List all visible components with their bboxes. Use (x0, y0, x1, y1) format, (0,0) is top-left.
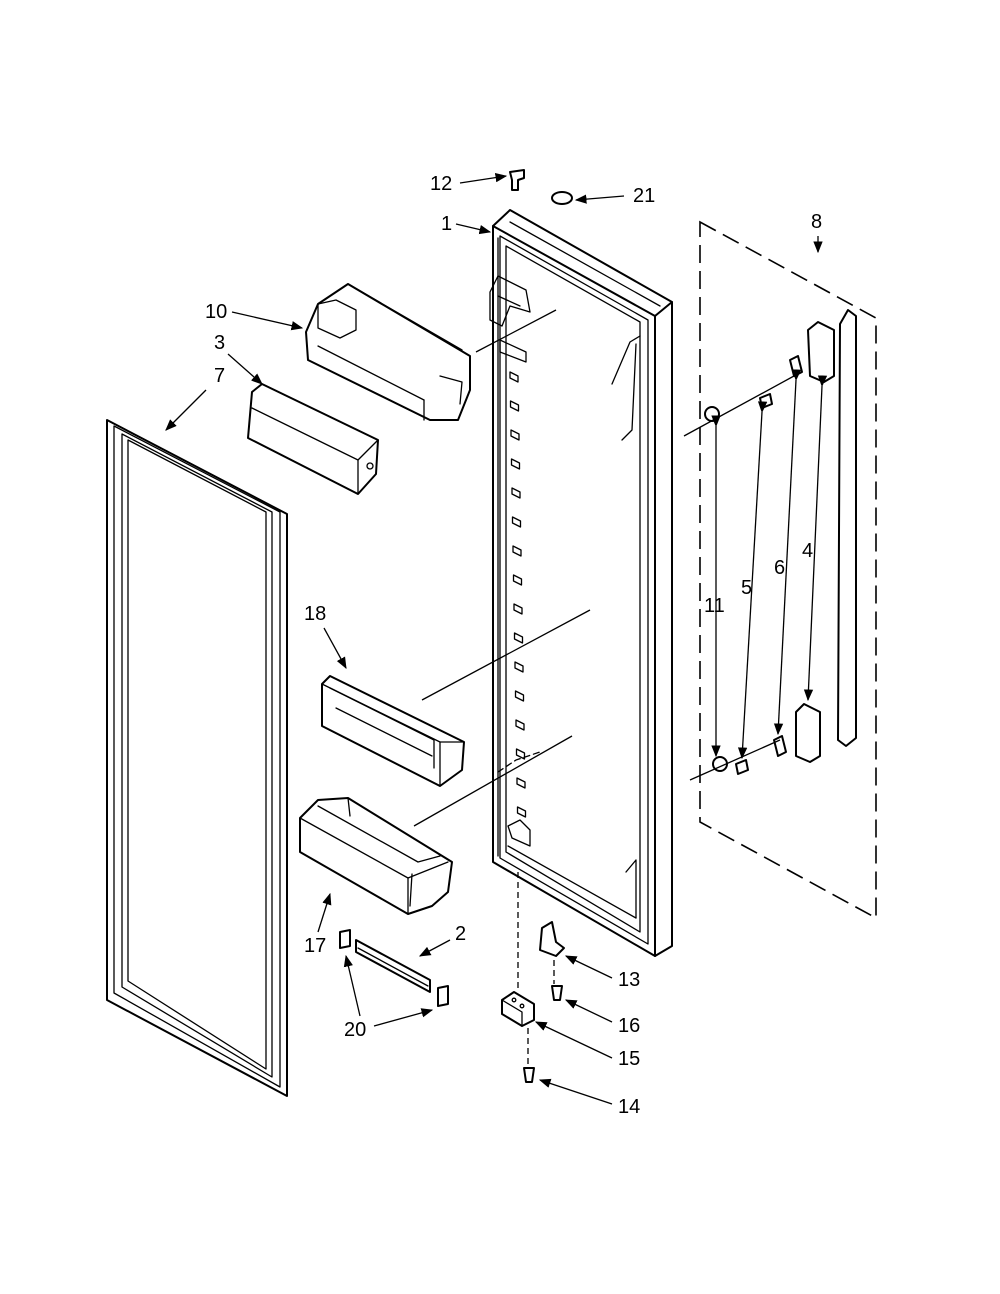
door-gasket (106, 419, 288, 1097)
shelf-dimple (509, 371, 519, 383)
callout-11: 11 (704, 595, 725, 617)
shelf-dimple (512, 545, 522, 557)
door-bin-upper (321, 675, 465, 787)
trim-strip (355, 939, 431, 993)
assembly-lines (413, 309, 828, 1066)
hinge-screw (551, 985, 563, 1001)
hinge-plate (501, 991, 535, 1027)
callout-label-13: 12 (430, 173, 452, 195)
callout-12: 13 (564, 955, 640, 991)
door-bin-lower (299, 797, 453, 915)
shelf-dimple (510, 458, 521, 470)
callouts: 12 21 1 8 10 3 7 11 5 (165, 172, 823, 1118)
callout-15: 15 (534, 1021, 640, 1070)
callout-label-5: 5 (741, 577, 752, 599)
shelf-dimple (516, 806, 527, 818)
shelf-dimple (513, 603, 523, 615)
shelf-dimple (514, 661, 524, 673)
shelf-dimple (510, 429, 520, 441)
shelf-dimple (511, 516, 522, 528)
trim-end-caps (339, 929, 449, 1007)
shelf-dimple (515, 719, 525, 731)
callout-4: 4 (802, 540, 813, 562)
callout-7: 7 (165, 365, 225, 431)
door-stop-bracket (539, 921, 565, 957)
hinge-pin-screw (523, 1067, 535, 1083)
callout-label-10: 10 (205, 301, 227, 323)
callout-13: 12 (430, 172, 508, 195)
callout-20: 20 (343, 954, 434, 1041)
callout-2: 2 (418, 923, 466, 957)
shelf-dimple (513, 632, 524, 644)
callout-10: 10 (205, 301, 304, 331)
shelf-dimple (514, 690, 525, 702)
callout-5: 5 (741, 577, 752, 599)
top-screw (509, 169, 525, 191)
handle-panel-outline (699, 220, 877, 920)
callout-label-11: 11 (704, 595, 725, 617)
callout-1: 1 (441, 213, 492, 235)
handle-clips (773, 355, 803, 757)
callout-label-1: 1 (441, 213, 452, 235)
shelf-dimple (516, 777, 526, 789)
callout-6: 6 (774, 557, 785, 579)
callout-label-21: 21 (633, 185, 655, 207)
callout-label-15: 15 (618, 1048, 640, 1070)
callout-3: 3 (214, 332, 263, 385)
top-hole-plug (551, 191, 573, 205)
callout-21: 21 (574, 185, 655, 207)
callout-label-16: 17 (304, 935, 326, 957)
refrigerator-door (489, 209, 673, 957)
shelf-dimple (512, 574, 523, 586)
callout-label-18: 18 (304, 603, 326, 625)
shelf-dimple (509, 400, 520, 412)
callout-label-20: 20 (344, 1019, 366, 1041)
callout-label-14: 14 (618, 1096, 640, 1118)
callout-label-3: 3 (214, 332, 225, 354)
callout-label-6: 6 (774, 557, 785, 579)
callout-label-7: 7 (214, 365, 225, 387)
callout-label-2: 2 (455, 923, 466, 945)
door-shelf-dimples (509, 371, 527, 818)
callout-18: 18 (304, 603, 347, 670)
callout-8: 8 (811, 211, 823, 254)
door-handle (795, 309, 857, 763)
callout-label-17: 16 (618, 1015, 640, 1037)
dairy-bin (247, 383, 379, 495)
callout-16: 17 (304, 892, 332, 957)
shelf-dimple (511, 487, 521, 499)
callout-17: 16 (564, 999, 640, 1037)
shelf-dimple (515, 748, 526, 760)
callout-14: 14 (538, 1078, 640, 1118)
callout-label-8: 8 (811, 211, 822, 233)
dairy-bin-door (305, 283, 471, 421)
callout-label-12: 13 (618, 969, 640, 991)
callout-label-4: 4 (802, 540, 813, 562)
